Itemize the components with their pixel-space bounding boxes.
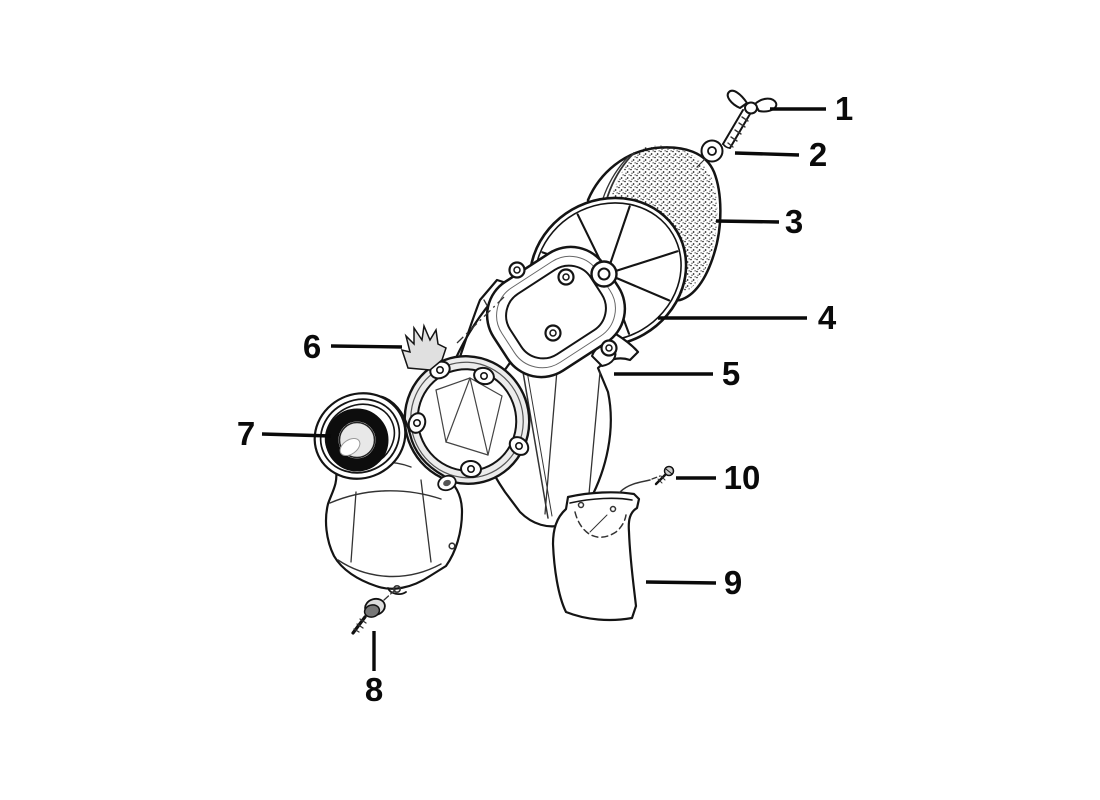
wing-bolt-part [722, 89, 778, 149]
cage-hub [590, 260, 618, 288]
callout-7-label: 7 [237, 415, 255, 452]
screw-part [654, 465, 675, 486]
callout-7-leader [261, 432, 332, 438]
callout-9-leader [645, 580, 717, 585]
callout-8-label: 8 [365, 671, 383, 708]
bolt-part [351, 589, 396, 635]
callout-1-label: 1 [835, 90, 853, 127]
assembly-axis-line [456, 296, 505, 344]
callout-4-label: 4 [818, 299, 837, 336]
gasket-part [400, 323, 531, 485]
intake-snorkel [313, 392, 407, 480]
callout-3-label: 3 [785, 203, 803, 240]
callout-10-label: 10 [724, 459, 761, 496]
filter-seat-frame [485, 245, 627, 379]
bracket-detail [400, 323, 447, 371]
callout-9-label: 9 [724, 564, 742, 601]
callout-6-leader [330, 344, 403, 349]
washer-part [696, 139, 724, 168]
callout-2-leader [734, 151, 800, 157]
callout-3-leader [715, 219, 780, 224]
callout-2-label: 2 [809, 136, 827, 173]
shield-part [551, 475, 661, 622]
callouts: 1 2 3 4 5 6 7 8 9 10 [237, 90, 853, 708]
cover-part [313, 392, 464, 595]
callout-6-label: 6 [303, 328, 321, 365]
callout-5-label: 5 [722, 355, 740, 392]
